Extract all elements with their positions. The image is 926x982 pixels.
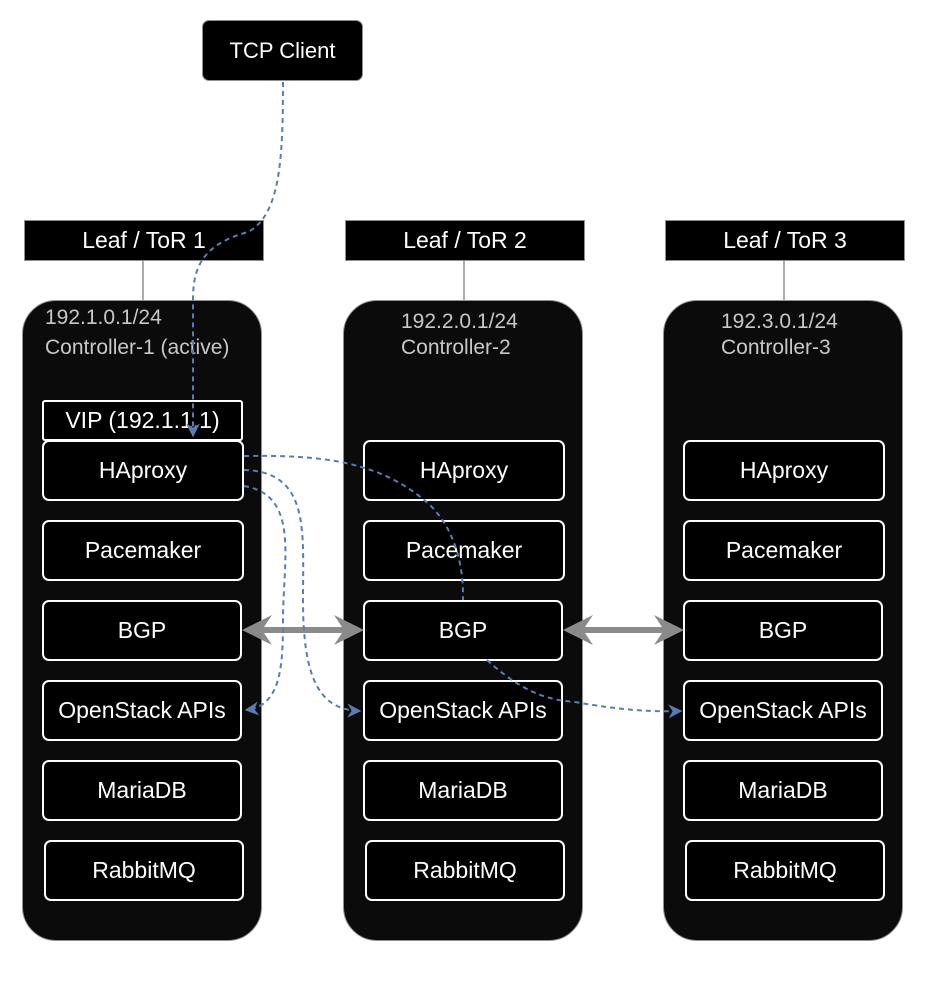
service-label: RabbitMQ [92, 857, 196, 883]
service-label: MariaDB [738, 777, 828, 803]
service-label: HAproxy [739, 457, 829, 483]
controller-2-pacemaker: Pacemaker [363, 520, 565, 581]
service-label: OpenStack APIs [699, 697, 867, 723]
service-label: HAproxy [419, 457, 509, 483]
tor-1-label: Leaf / ToR 1 [82, 227, 206, 253]
service-label: HAproxy [98, 457, 188, 483]
controller-1-name: Controller-1 (active) [45, 336, 230, 359]
service-label: OpenStack APIs [379, 697, 547, 723]
controller-1-mariadb: MariaDB [42, 760, 242, 821]
service-label: Pacemaker [405, 537, 523, 563]
controller-1-openstack-apis: OpenStack APIs [42, 680, 242, 741]
controller-1-pacemaker: Pacemaker [42, 520, 244, 581]
controller-2-rabbitmq: RabbitMQ [365, 840, 565, 901]
controller-3-bgp: BGP [683, 600, 883, 661]
controller-2-header: 192.2.0.1/24 Controller-2 [401, 309, 518, 361]
tor-1-node: Leaf / ToR 1 [24, 220, 264, 261]
tor-3-node: Leaf / ToR 3 [665, 220, 905, 261]
controller-1-haproxy: HAproxy [42, 440, 244, 501]
controller-2-bgp: BGP [363, 600, 563, 661]
controller-3-mariadb: MariaDB [683, 760, 883, 821]
service-label: RabbitMQ [413, 857, 517, 883]
controller-3-name: Controller-3 [721, 336, 831, 359]
service-label: MariaDB [418, 777, 508, 803]
controller-2-name: Controller-2 [401, 336, 511, 359]
controller-1-rabbitmq: RabbitMQ [44, 840, 244, 901]
controller-2-subnet: 192.2.0.1/24 [401, 310, 518, 333]
vip-label: VIP (192.1.1.1) [65, 407, 220, 433]
controller-2-openstack-apis: OpenStack APIs [363, 680, 563, 741]
service-label: BGP [758, 617, 808, 643]
tcp-client-label: TCP Client [229, 37, 336, 63]
controller-3-subnet: 192.3.0.1/24 [721, 310, 838, 333]
tor-2-label: Leaf / ToR 2 [403, 227, 527, 253]
controller-3-pacemaker: Pacemaker [683, 520, 885, 581]
controller-2-haproxy: HAproxy [363, 440, 565, 501]
controller-3-rabbitmq: RabbitMQ [685, 840, 885, 901]
service-label: Pacemaker [725, 537, 843, 563]
service-label: Pacemaker [84, 537, 202, 563]
controller-3-openstack-apis: OpenStack APIs [683, 680, 883, 741]
tcp-client-node: TCP Client [202, 20, 363, 81]
service-label: BGP [438, 617, 488, 643]
vip-box: VIP (192.1.1.1) [42, 400, 243, 441]
controller-2-mariadb: MariaDB [363, 760, 563, 821]
service-label: RabbitMQ [733, 857, 837, 883]
service-label: BGP [117, 617, 167, 643]
service-label: MariaDB [97, 777, 187, 803]
service-label: OpenStack APIs [58, 697, 226, 723]
tor-2-node: Leaf / ToR 2 [345, 220, 585, 261]
controller-3-header: 192.3.0.1/24 Controller-3 [721, 309, 838, 361]
controller-1-bgp: BGP [42, 600, 242, 661]
controller-1-subnet: 192.1.0.1/24 [45, 306, 162, 329]
controller-1-header: 192.1.0.1/24 Controller-1 (active) [45, 305, 229, 361]
controller-3-haproxy: HAproxy [683, 440, 885, 501]
tor-3-label: Leaf / ToR 3 [723, 227, 847, 253]
